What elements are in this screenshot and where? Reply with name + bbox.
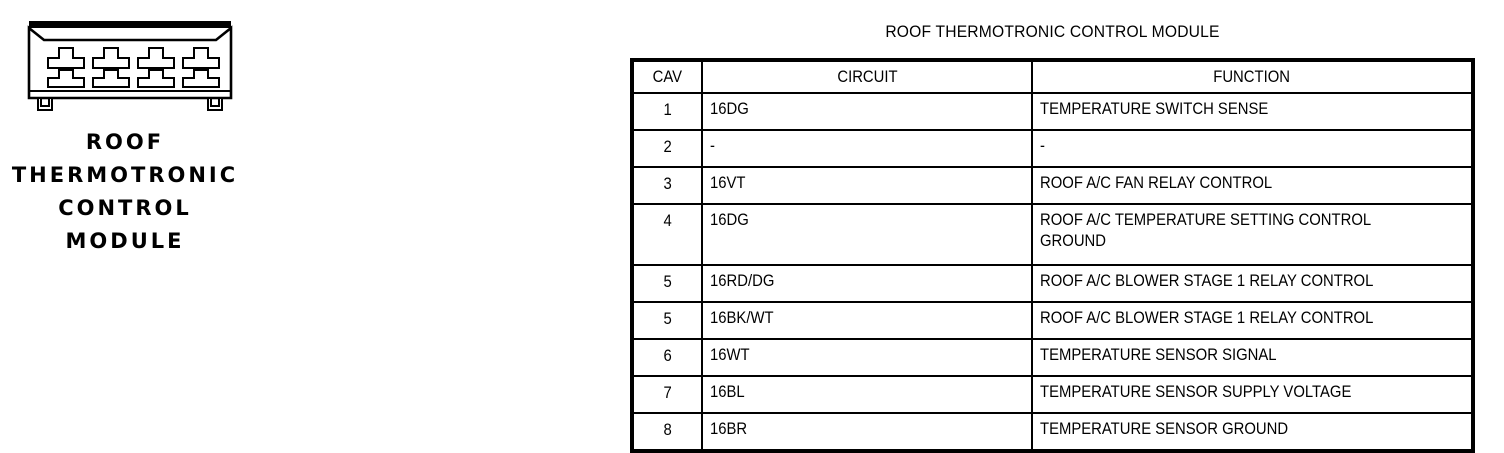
cell-function: TEMPERATURE SENSOR GROUND [1031, 412, 1474, 452]
cavity-1 [47, 47, 85, 69]
cell-cav: 7 [631, 375, 703, 414]
cell-cav: 3 [631, 166, 703, 205]
connector-caption-line-4: MODULE [65, 229, 185, 253]
connector-housing-icon [27, 21, 233, 111]
cell-circuit: 16DG [701, 92, 1033, 131]
cavity-4 [182, 47, 220, 69]
column-header-circuit: CIRCUIT [701, 59, 1033, 94]
connector-caption-line-3: CONTROL [58, 196, 192, 220]
cavity-8 [182, 69, 220, 88]
pinout-table-head: CAV CIRCUIT FUNCTION [631, 59, 1474, 94]
cavity-7 [137, 69, 175, 88]
cell-cav: 5 [631, 301, 703, 340]
cell-function: TEMPERATURE SENSOR SUPPLY VOLTAGE [1031, 375, 1474, 414]
cavity-2 [92, 47, 130, 69]
cell-cav: 2 [631, 129, 703, 168]
cavity-6 [92, 69, 130, 88]
connector-caption-line-1: ROOF [85, 130, 165, 154]
connector-foot-right [207, 97, 223, 111]
cell-circuit: 16WT [701, 338, 1033, 377]
cell-circuit: 16BK/WT [701, 301, 1033, 340]
cell-function: ROOF A/C FAN RELAY CONTROL [1031, 166, 1474, 205]
cell-cav: 6 [631, 338, 703, 377]
cell-function: TEMPERATURE SENSOR SIGNAL [1031, 338, 1474, 377]
cell-function: ROOF A/C BLOWER STAGE 1 RELAY CONTROL [1031, 301, 1474, 340]
cell-cav: 5 [631, 264, 703, 303]
cavity-row-top [47, 47, 220, 69]
connector-caption: ROOF THERMOTRONIC CONTROL MODULE [0, 126, 250, 258]
cavity-3 [137, 47, 175, 69]
cell-function: ROOF A/C BLOWER STAGE 1 RELAY CONTROL [1031, 264, 1474, 303]
connector-caption-line-2: THERMOTRONIC [11, 163, 239, 187]
cell-circuit: 16VT [701, 166, 1033, 205]
cell-cav: 4 [631, 203, 703, 266]
connector-foot-left [37, 97, 53, 111]
cell-cav: 1 [631, 92, 703, 131]
pinout-table-title: ROOF THERMOTRONIC CONTROL MODULE [885, 22, 1220, 41]
cell-function: TEMPERATURE SWITCH SENSE [1031, 92, 1474, 131]
connector-illustration-panel: ROOF THERMOTRONIC CONTROL MODULE [0, 0, 270, 270]
cell-circuit: 16BR [701, 412, 1033, 452]
column-header-function: FUNCTION [1031, 59, 1474, 94]
cavity-row-bottom [47, 69, 220, 88]
column-header-cav: CAV [631, 59, 703, 94]
table-row: 2-- [631, 129, 1474, 168]
connector-lid [29, 21, 231, 28]
cell-function: - [1031, 129, 1474, 168]
cell-circuit: 16BL [701, 375, 1033, 414]
cell-circuit: 16DG [701, 203, 1033, 266]
cell-circuit: 16RD/DG [701, 264, 1033, 303]
pinout-table-panel: ROOF THERMOTRONIC CONTROL MODULE CAV CIR… [630, 22, 1475, 453]
table-header-row: CAV CIRCUIT FUNCTION [631, 59, 1474, 94]
cell-circuit: - [701, 129, 1033, 168]
cell-function: ROOF A/C TEMPERATURE SETTING CONTROL GRO… [1031, 203, 1474, 266]
cavity-5 [47, 69, 85, 88]
cell-cav: 8 [631, 412, 703, 452]
